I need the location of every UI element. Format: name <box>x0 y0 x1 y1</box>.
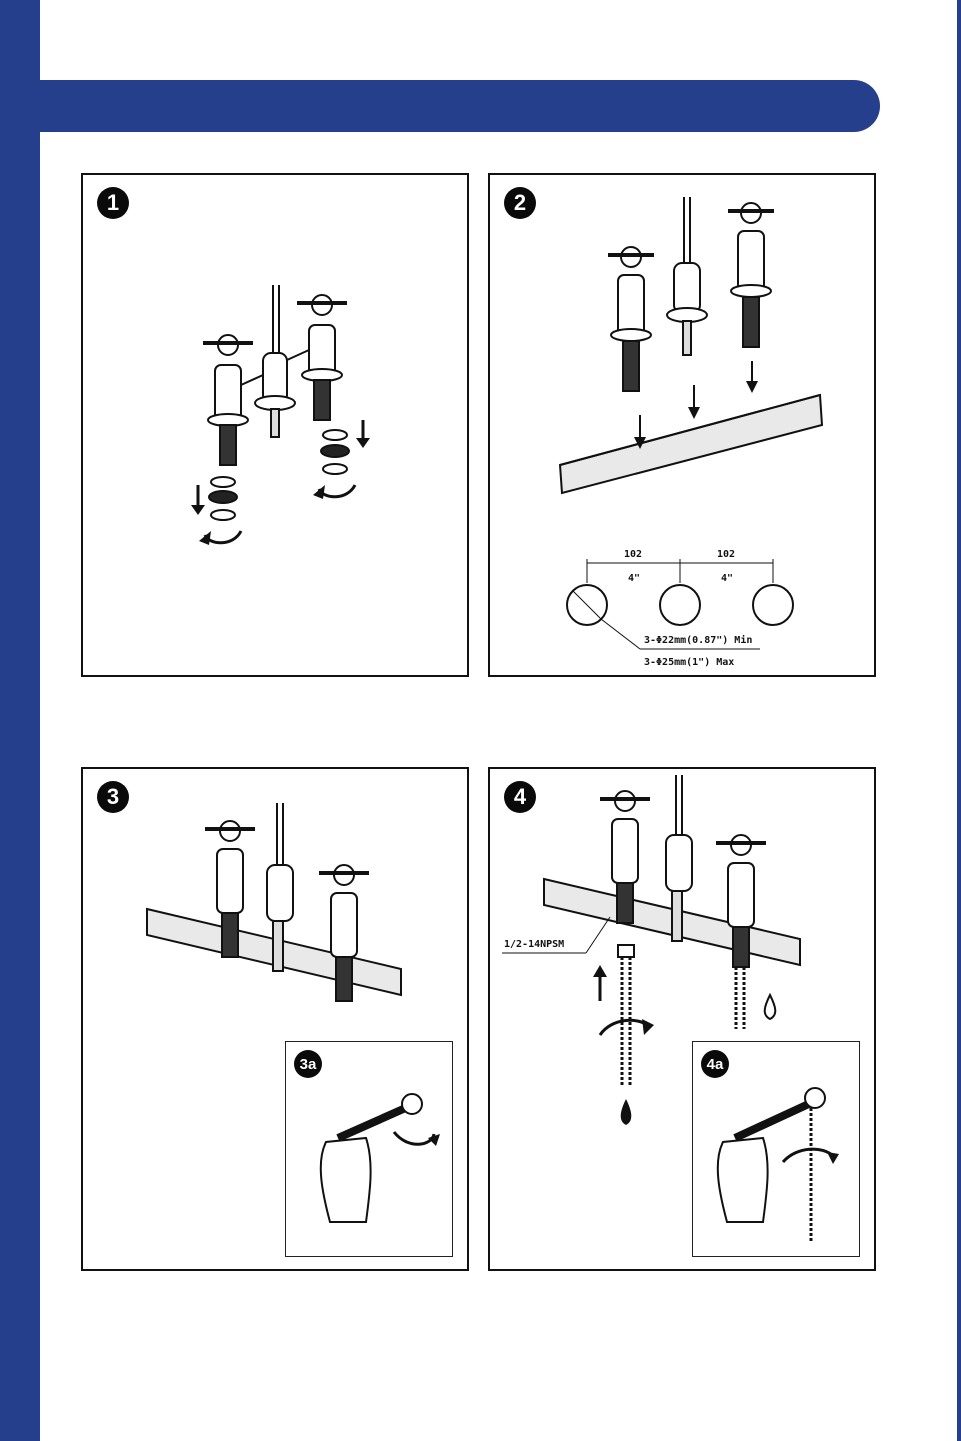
spacing-in-right: 4" <box>721 573 733 584</box>
wrench-hose-illustration <box>693 1042 861 1258</box>
step-2-panel: 2 <box>488 173 876 677</box>
step-2-illustration: 102 102 4" 4" 3-Φ22mm(0.87") Min 3-Φ25mm… <box>490 175 878 679</box>
step-3-panel: 3 3a <box>81 767 469 1271</box>
spacing-mm-right: 102 <box>717 549 735 560</box>
spacing-in-left: 4" <box>628 573 640 584</box>
left-brand-bar <box>0 0 40 1441</box>
header-band <box>40 80 880 132</box>
wrench-tighten-illustration <box>286 1042 454 1258</box>
step-4-panel: 4 <box>488 767 876 1271</box>
step-3a-inset: 3a <box>285 1041 453 1257</box>
hole-max-label: 3-Φ25mm(1") Max <box>644 657 734 668</box>
thread-spec-label: 1/2-14NPSM <box>504 939 564 950</box>
hole-min-label: 3-Φ22mm(0.87") Min <box>644 634 752 646</box>
right-edge-bar <box>957 0 961 1441</box>
step-4a-inset: 4a <box>692 1041 860 1257</box>
step-1-panel: 1 <box>81 173 469 677</box>
spacing-mm-left: 102 <box>624 549 642 560</box>
step-1-faucet-illustration <box>83 175 471 679</box>
